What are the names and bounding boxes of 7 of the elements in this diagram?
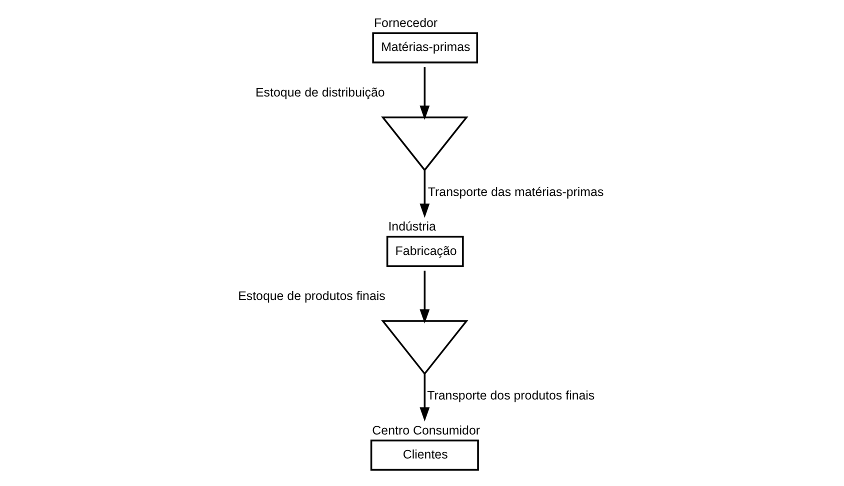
node-label: Estoque de produtos finais	[238, 289, 386, 304]
edge-label: Transporte das matérias-primas	[428, 185, 604, 200]
edge-label: Transporte dos produtos finais	[427, 388, 595, 403]
node-label: Indústria	[388, 220, 436, 234]
node-label: Fornecedor	[374, 16, 438, 30]
node-label: Centro Consumidor	[372, 423, 480, 438]
node-label: Estoque de distribuição	[256, 85, 385, 100]
